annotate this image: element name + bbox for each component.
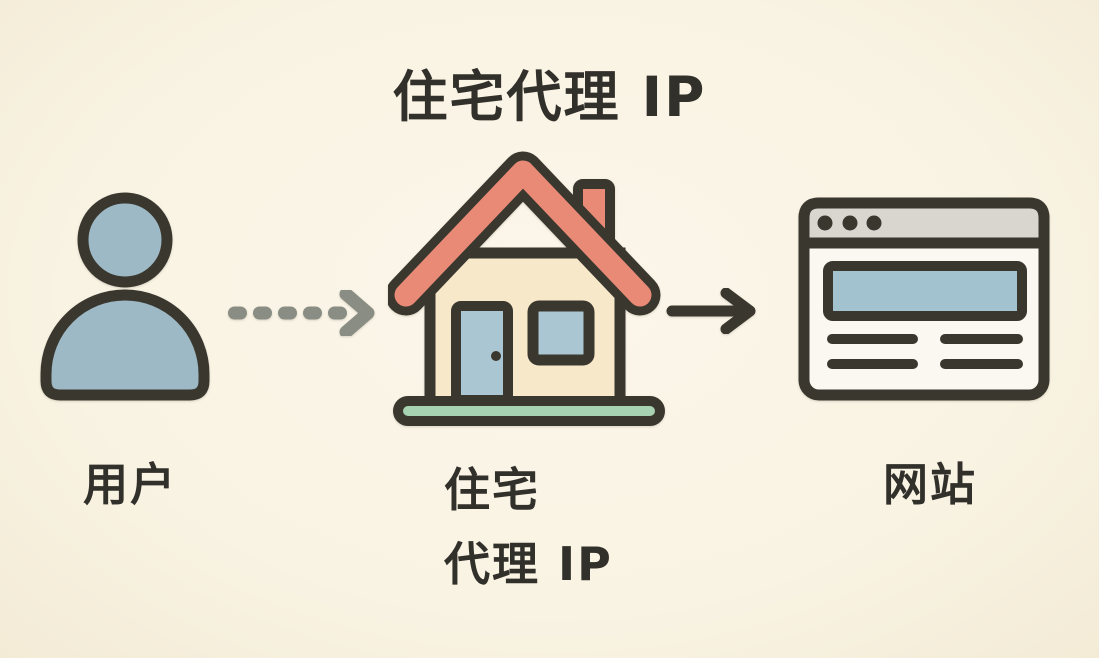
dashed-arrow-dashes — [228, 306, 347, 320]
proxy-label-line2: 代理 IP — [444, 537, 613, 591]
proxy-label: 住宅 代理 IP — [444, 453, 613, 601]
house-base — [393, 396, 665, 426]
browser-banner — [823, 261, 1027, 321]
solid-arrow-icon — [666, 288, 756, 334]
diagram-title: 住宅代理 IP — [392, 65, 707, 129]
house-door — [451, 301, 513, 405]
house-doorknob — [491, 351, 501, 361]
user-icon — [40, 192, 210, 401]
solid-arrow-head — [720, 288, 756, 334]
user-body — [40, 289, 210, 401]
browser-titlebar — [798, 197, 1050, 249]
house-roof — [394, 160, 652, 307]
dashed-arrow-icon — [228, 290, 375, 336]
house-window — [527, 300, 595, 366]
user-head — [77, 192, 173, 288]
browser-dots — [817, 215, 882, 231]
proxy-label-line1: 住宅 — [444, 463, 540, 517]
user-label: 用户 — [82, 458, 177, 511]
dashed-arrow-head — [339, 290, 375, 336]
browser-icon — [798, 197, 1050, 401]
house-icon — [388, 151, 665, 426]
browser-text-lines — [827, 334, 1023, 369]
website-label: 网站 — [882, 458, 977, 511]
